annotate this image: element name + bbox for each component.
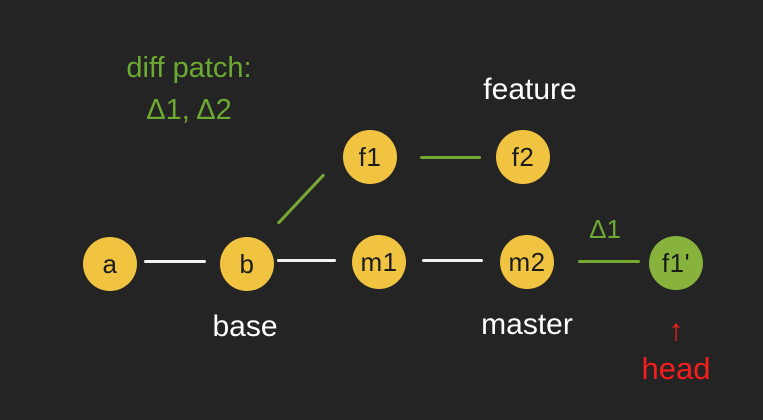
commit-node-f1: f1 bbox=[343, 130, 397, 184]
commit-node-m1: m1 bbox=[352, 235, 406, 289]
head-label: head bbox=[641, 351, 711, 386]
edge-m1-m2 bbox=[422, 259, 483, 262]
commit-node-b-label: b bbox=[239, 248, 255, 279]
branch-label-base: base bbox=[212, 310, 278, 343]
commit-node-a-label: a bbox=[102, 248, 118, 279]
diff-patch-annotation: diff patch: Δ1, Δ2 bbox=[126, 47, 251, 131]
branch-label-master: master bbox=[481, 308, 573, 341]
commit-node-m1-label: m1 bbox=[360, 246, 398, 277]
edge-f1-f2 bbox=[420, 156, 481, 159]
commit-node-f2: f2 bbox=[496, 130, 550, 184]
head-arrow-icon: ↑ bbox=[668, 314, 684, 347]
edge-m2-f1p bbox=[578, 260, 640, 263]
diff-patch-annotation-line2: Δ1, Δ2 bbox=[146, 94, 232, 126]
edge-b-f1 bbox=[276, 173, 326, 225]
commit-node-f1-prime-label: f1' bbox=[661, 247, 691, 278]
delta1-edge-label: Δ1 bbox=[589, 214, 621, 244]
branch-label-feature: feature bbox=[483, 73, 577, 106]
diff-patch-annotation-line1: diff patch: bbox=[126, 52, 252, 84]
edge-a-b bbox=[144, 260, 206, 263]
commit-node-b: b bbox=[220, 237, 274, 291]
commit-node-m2-label: m2 bbox=[508, 246, 546, 277]
commit-node-f1-prime: f1' bbox=[649, 236, 703, 290]
commit-node-m2: m2 bbox=[500, 235, 554, 289]
commit-node-f1-label: f1 bbox=[358, 141, 382, 172]
commit-node-f2-label: f2 bbox=[511, 141, 535, 172]
edge-b-m1 bbox=[277, 259, 336, 262]
commit-node-a: a bbox=[83, 237, 137, 291]
